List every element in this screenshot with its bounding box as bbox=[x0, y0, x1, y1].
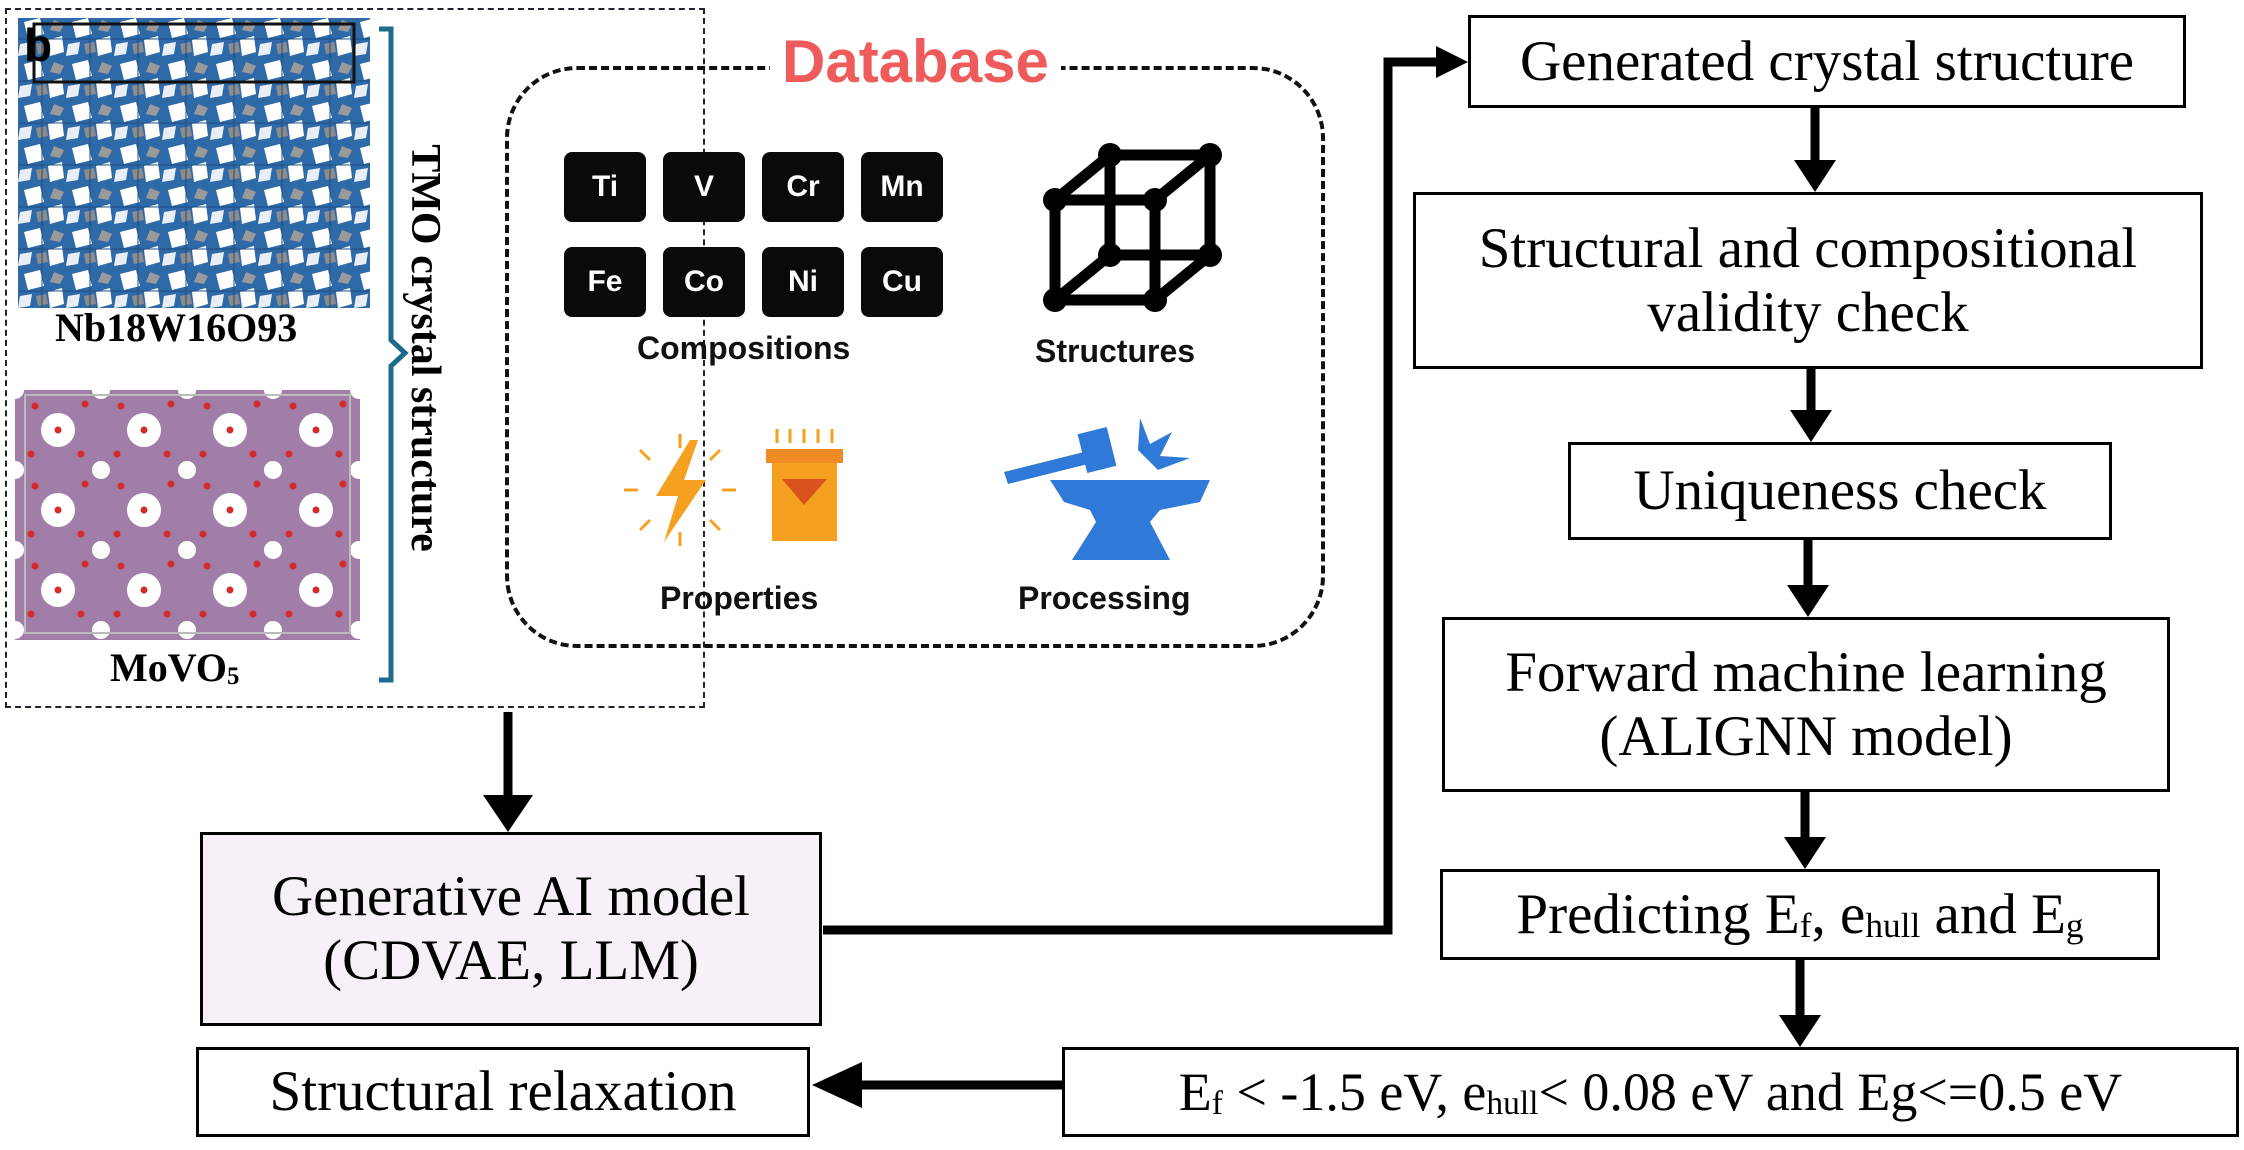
criteria-text: Ef < -1.5 eV, ehull< 0.08 eV and Eg<=0.5… bbox=[1178, 1061, 2123, 1122]
structural-relaxation-box: Structural relaxation bbox=[196, 1047, 810, 1137]
validity-check-box: Structural and compositional validity ch… bbox=[1413, 192, 2203, 369]
tmo-panel bbox=[5, 8, 705, 708]
anvil-processing-icon bbox=[1004, 418, 1210, 560]
database-title: Database bbox=[770, 22, 1061, 102]
nb18w16o93-crystal-image bbox=[18, 18, 370, 308]
element-tile-v: V bbox=[663, 152, 745, 222]
element-tile-ti: Ti bbox=[564, 152, 646, 222]
forward-ml-box: Forward machine learning (ALIGNN model) bbox=[1442, 617, 2170, 792]
element-tile-mn: Mn bbox=[861, 152, 943, 222]
element-tile-fe: Fe bbox=[564, 247, 646, 317]
properties-label: Properties bbox=[660, 580, 819, 616]
element-tile-ni: Ni bbox=[762, 247, 844, 317]
predicting-properties-box: Predicting Ef, ehull and Eg bbox=[1440, 869, 2160, 960]
element-tile-cr: Cr bbox=[762, 152, 844, 222]
processing-label: Processing bbox=[1018, 580, 1191, 616]
generated-crystal-structure-box: Generated crystal structure bbox=[1468, 15, 2186, 108]
screening-criteria-box: Ef < -1.5 eV, ehull< 0.08 eV and Eg<=0.5… bbox=[1062, 1047, 2239, 1137]
element-tile-cu: Cu bbox=[861, 247, 943, 317]
lightning-properties-icon bbox=[624, 434, 736, 546]
compound2-sub: 5 bbox=[226, 662, 240, 690]
compound-label-nb: Nb18W16O93 bbox=[55, 305, 298, 350]
compound-label-movo5: MoVO5 bbox=[110, 644, 239, 691]
predicting-text: Predicting Ef, ehull and Eg bbox=[1516, 882, 2084, 946]
element-tile-co: Co bbox=[663, 247, 745, 317]
panel-letter: b bbox=[24, 19, 53, 71]
cube-structure-icon bbox=[1043, 143, 1222, 312]
uniqueness-check-box: Uniqueness check bbox=[1568, 442, 2112, 540]
structures-label: Structures bbox=[1035, 333, 1196, 369]
movo5-crystal-image bbox=[15, 390, 360, 640]
compound2-main: MoVO bbox=[110, 645, 227, 690]
tmo-brace bbox=[379, 26, 409, 683]
generative-ai-model-box: Generative AI model (CDVAE, LLM) bbox=[200, 832, 822, 1026]
compositions-label: Compositions bbox=[637, 330, 851, 366]
heated-block-icon bbox=[766, 429, 843, 541]
